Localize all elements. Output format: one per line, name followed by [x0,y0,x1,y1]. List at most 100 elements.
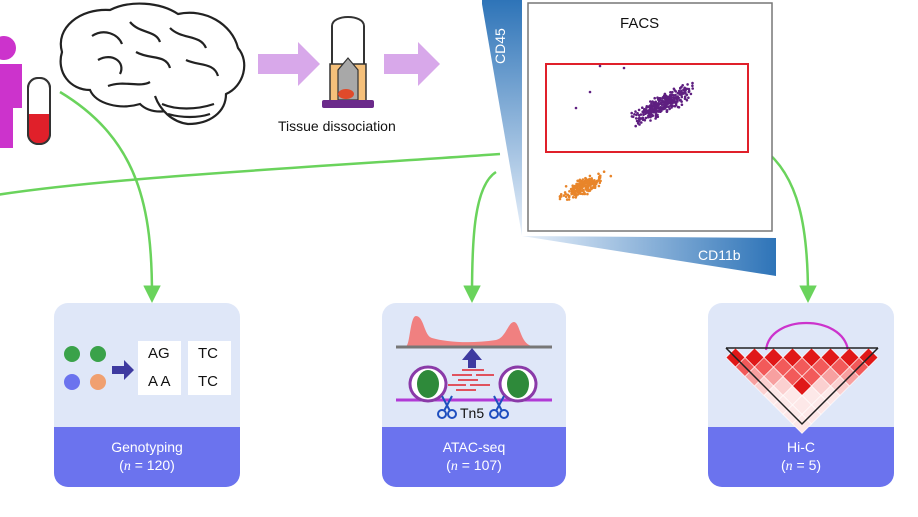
cell-event-dot [568,190,571,193]
cell-event-dot [676,95,679,98]
connector-to-atac [463,170,497,303]
cell-event-dot [649,119,652,122]
cell-event-dot [653,96,656,100]
cell-event-dot [683,90,686,94]
n-symbol: n [450,459,458,474]
cell-event-dot [660,103,664,107]
cell-event-dot [588,90,592,94]
genotype-cell: AG [148,345,170,362]
cell-event-dot [654,101,657,104]
cell-event-dot [633,113,636,116]
n-symbol: n [123,459,131,474]
cell-event-dot [671,100,675,103]
atac-n-value: = 107) [461,457,502,473]
cell-event-dot [559,195,563,198]
cell-event-dot [669,104,672,107]
cell-event-dot [691,81,694,85]
cell-event-dot [683,97,687,100]
cell-event-dot [648,105,652,109]
cell-event-dot [609,174,613,178]
atac-count: (n = 107) [446,457,502,474]
hic-n-value: = 5) [796,457,822,473]
cell-event-dot [648,108,651,112]
connector-blood-to-genotyping [59,90,161,303]
cell-event-dot [643,109,646,113]
scissors-left-icon [437,395,457,419]
cell-event-dot [587,180,590,183]
cell-event-dot [584,187,588,191]
cell-event-dot [579,192,583,195]
cell-event-dot [634,124,637,128]
up-arrow-icon [462,348,482,368]
cell-event-dot [574,106,578,110]
genotyping-label: Genotyping [111,439,183,455]
cell-event-dot [656,106,659,109]
cell-event-dot [573,193,576,197]
cell-event-dot [650,110,654,114]
cell-event-dot [589,186,593,189]
cell-event-dot [683,86,686,90]
cell-event-dot [667,105,670,109]
process-arrow-2 [384,42,440,86]
cell-event-dot [686,83,689,86]
cell-event-dot [662,94,666,97]
genotyping-card [54,303,240,487]
cell-event-dot [580,181,583,185]
cell-event-dot [668,107,671,111]
cell-event-dot [641,106,644,109]
cell-event-dot [634,117,638,120]
n-symbol: n [785,459,793,474]
cell-event-dot [590,181,593,185]
cell-event-dot [569,187,573,191]
brain-icon [59,2,246,126]
cell-event-dot [583,191,586,195]
cell-event-dot [588,189,591,192]
genotyping-title: Genotyping (n = 120) [54,438,240,476]
facs-gate [545,63,749,153]
genotype-arrow-icon [112,360,134,380]
cell-event-dot [657,99,661,103]
cell-event-dot [666,103,669,106]
cell-event-dot [653,110,657,113]
cell-event-dot [564,195,568,198]
cell-event-dot [654,105,657,108]
cell-event-dot [576,190,580,193]
x-axis-gradient [522,236,776,276]
genotyping-count: (n = 120) [119,457,175,474]
dna-fragments [448,369,494,391]
allele-dot-blue [64,374,80,390]
cell-event-dot [681,92,685,95]
cell-event-dot [671,90,674,94]
cell-event-dot [585,184,589,187]
cell-event-dot [691,84,694,88]
dissociation-tube-icon [322,16,374,108]
cell-event-dot [559,193,563,196]
blood-tube-icon [27,77,51,145]
cell-event-dot [622,66,626,70]
cell-event-dot [571,196,575,199]
cell-event-dot [650,102,653,105]
cell-event-dot [651,100,654,103]
cell-event-dot [663,107,666,110]
cell-event-dot [564,192,567,196]
cell-event-dot [637,120,640,123]
cell-event-dot [567,195,571,199]
cell-event-dot [675,98,679,101]
cell-event-dot [689,92,693,96]
cell-event-dot [685,87,689,91]
atac-card [382,303,566,487]
cell-event-dot [674,103,678,107]
cell-event-dot [679,98,682,102]
cell-event-dot [669,91,672,94]
connector-long-left [0,152,501,196]
cell-event-dot [579,189,582,193]
cell-event-dot [680,93,683,97]
cell-event-dot [683,95,687,98]
cell-event-dot [665,105,668,109]
cell-event-dot [674,93,677,97]
cell-event-dot [643,118,647,122]
cell-event-dot [570,191,574,194]
cell-event-dot [685,98,689,102]
atac-signal-track [396,316,552,346]
